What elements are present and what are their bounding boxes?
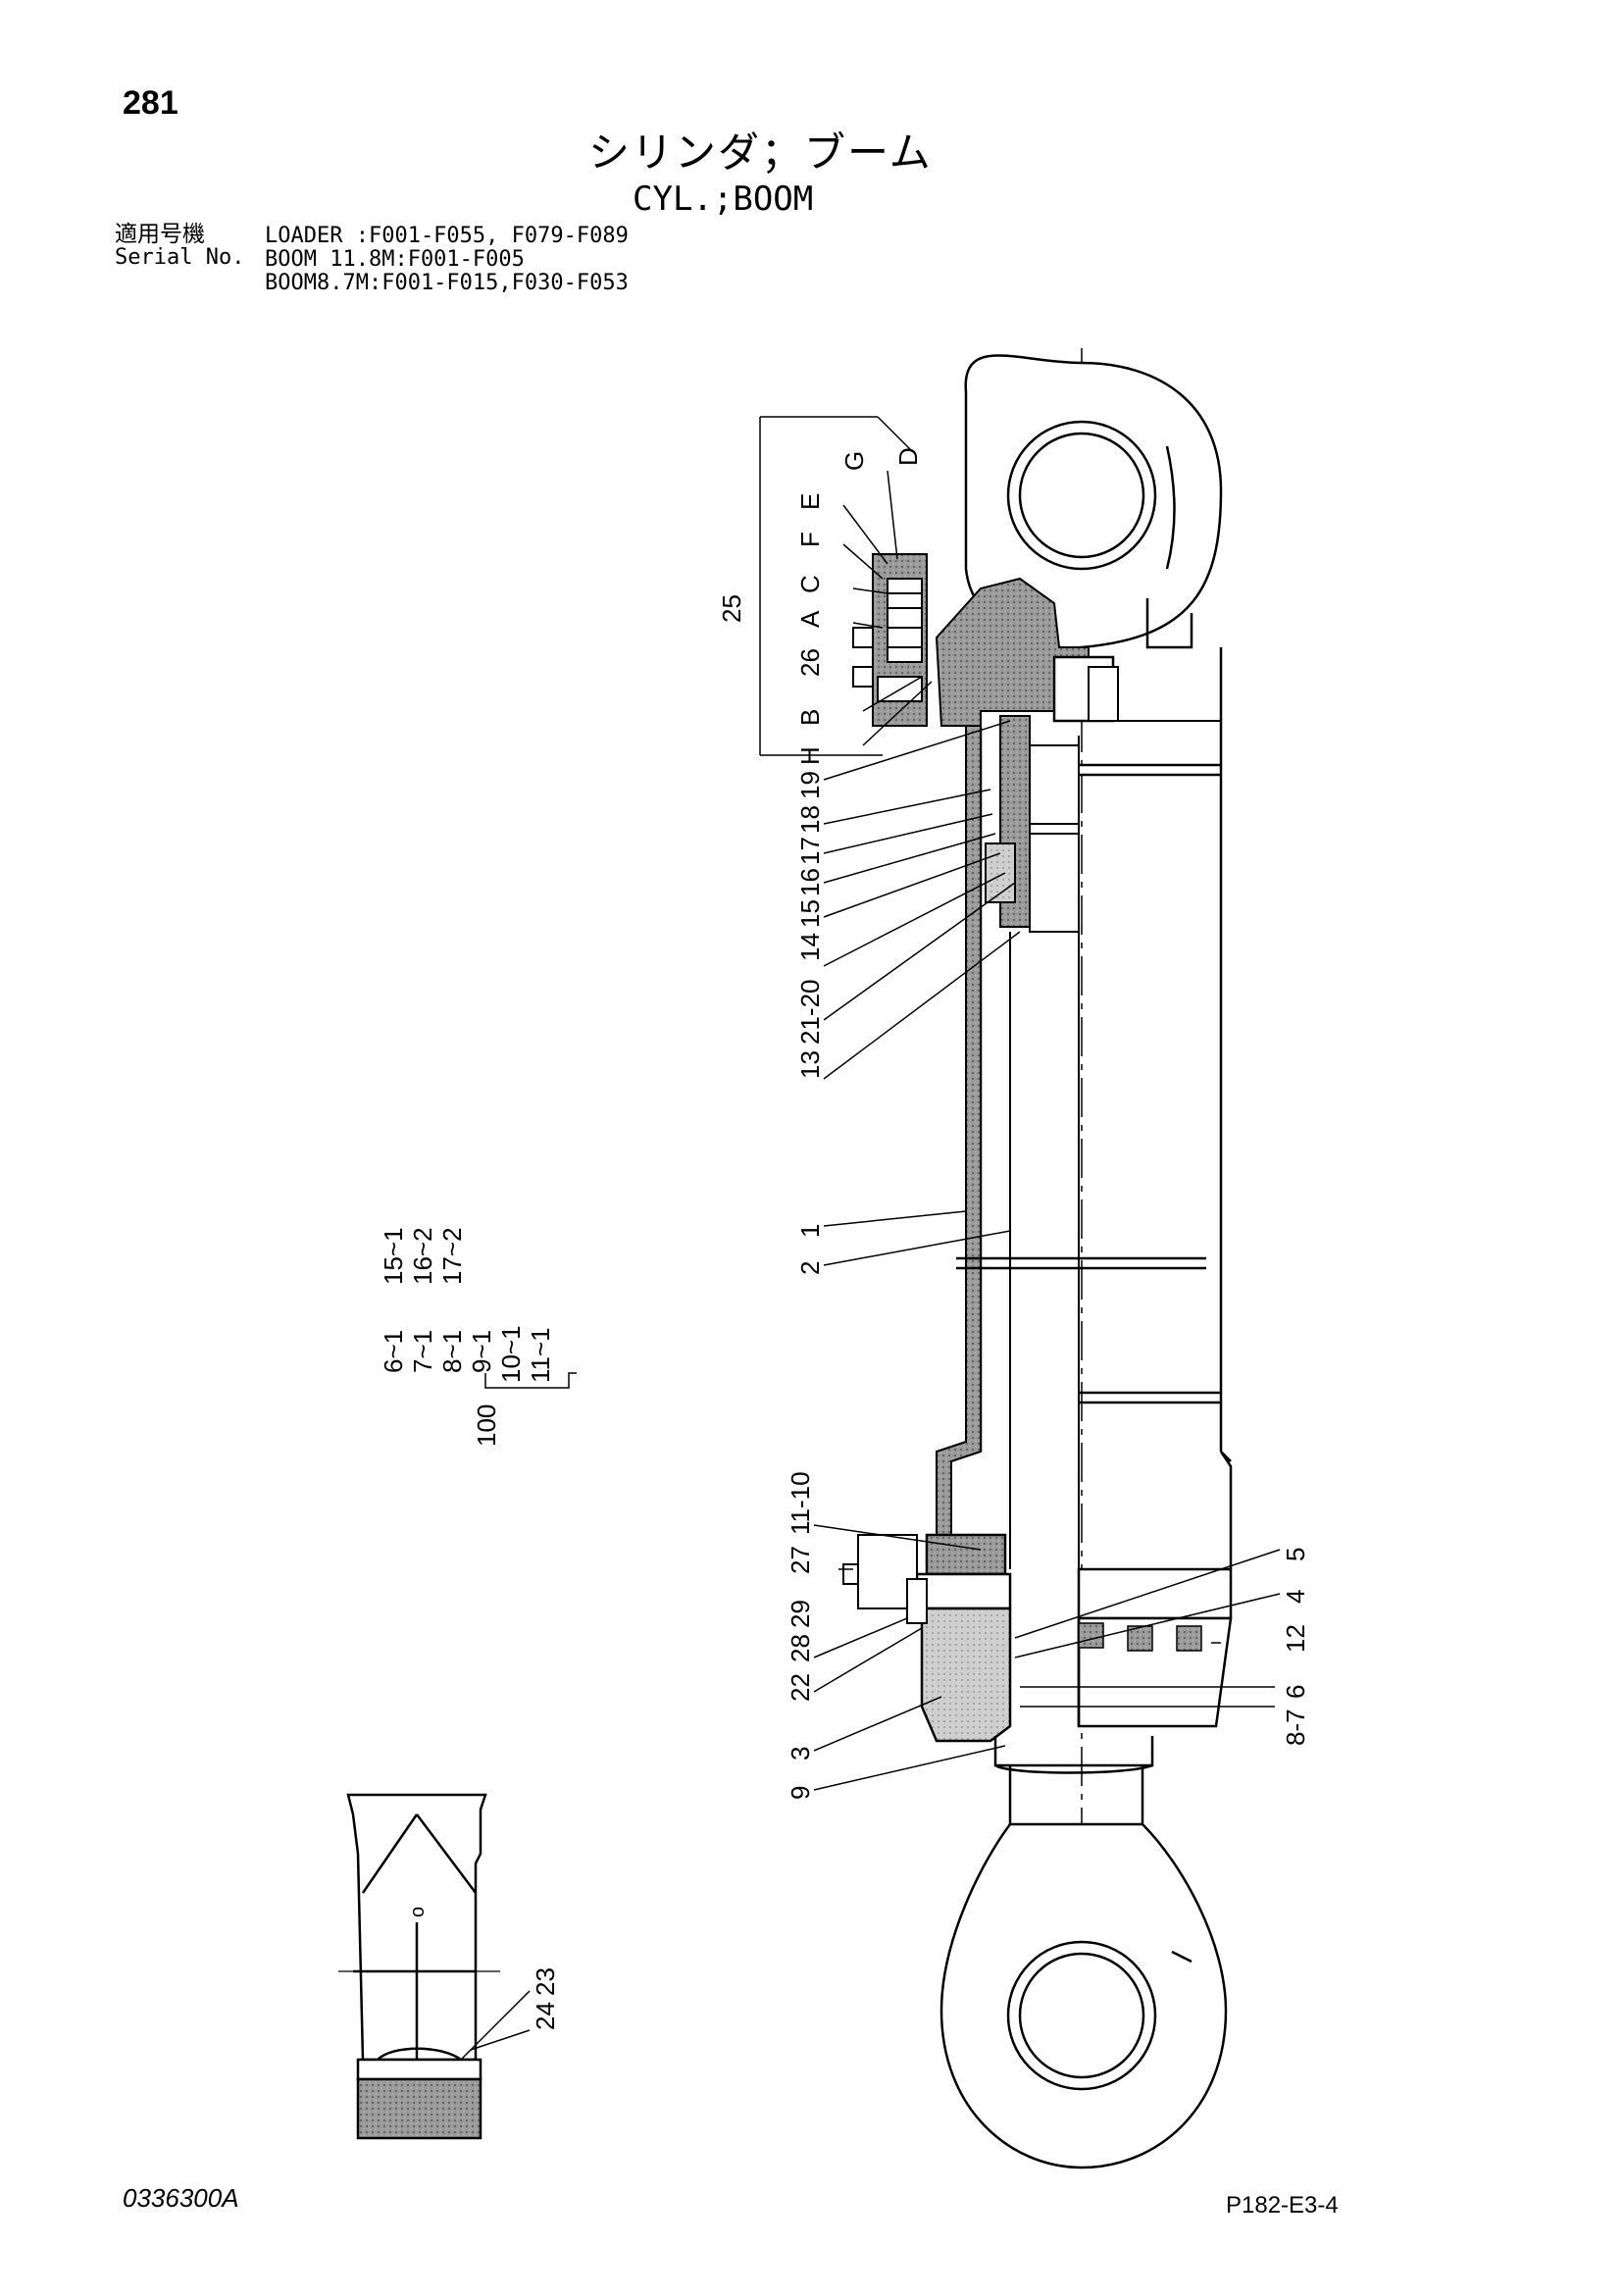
callout-21-20: 21-20	[795, 980, 825, 1046]
kit-number: 100	[472, 1404, 501, 1447]
serial-line-loader: LOADER :F001-F055, F079-F089	[265, 224, 629, 248]
callout-23: 23	[531, 1967, 560, 1996]
kit-item-9: 9~1	[467, 1330, 496, 1373]
callout-1: 1	[795, 1224, 825, 1238]
callout-17: 17	[795, 837, 825, 865]
callout-25: 25	[717, 594, 746, 623]
callout-29: 29	[786, 1600, 815, 1628]
kit-item-8: 8~1	[437, 1330, 467, 1373]
leader-lines-barrel	[823, 1210, 1011, 1266]
mount-boss-right	[1088, 666, 1119, 722]
detail-mark: o	[407, 1907, 429, 1917]
leader-lines-piston	[823, 720, 1021, 1080]
callout-g: G	[839, 451, 869, 471]
leader-lines-upper	[842, 470, 933, 746]
lower-fitting-block	[842, 1534, 928, 1624]
kit-item-11: 11~1	[526, 1327, 555, 1383]
callout-c: C	[795, 575, 825, 593]
callout-a: A	[795, 610, 825, 628]
callout-22: 22	[786, 1673, 815, 1702]
kit-list: 100 6~1 7~1 8~1 9~1 10~1 11~1 15~1 16~2 …	[379, 1227, 555, 1447]
kit-item-16: 16~2	[408, 1227, 437, 1285]
callout-h: H	[795, 746, 825, 765]
kit-item-15: 15~1	[379, 1227, 408, 1285]
bottom-rod-eye	[939, 1822, 1228, 2169]
callout-14: 14	[795, 933, 825, 961]
lower-left-callouts: 11-10 27 29 28 22 3 9	[786, 1471, 815, 1800]
rod-end-neck	[993, 1736, 1154, 1824]
detail-callouts: 23 24	[531, 1967, 560, 2030]
callout-e: E	[795, 493, 825, 510]
lower-right-callouts: 5 4 12 6 8-7	[1281, 1548, 1310, 1746]
callout-19: 19	[795, 771, 825, 799]
title-english: CYL.;BOOM	[633, 179, 814, 219]
leader-lines-lower-right	[1014, 1549, 1281, 1708]
callout-18: 18	[795, 805, 825, 834]
callout-9: 9	[786, 1786, 815, 1800]
top-rod-eye	[964, 354, 1223, 649]
callout-4: 4	[1281, 1590, 1310, 1604]
pipe-fitting-block	[852, 553, 928, 727]
callout-13: 13	[795, 1050, 825, 1079]
callout-5: 5	[1281, 1548, 1310, 1561]
leader-lines-detail	[460, 1990, 531, 2061]
upper-callout-bracket	[759, 416, 913, 756]
callout-16: 16	[795, 868, 825, 896]
callout-6: 6	[1281, 1685, 1310, 1699]
detail-bushing-view	[338, 1793, 500, 2140]
leader-lines-lower-left	[813, 1524, 1006, 1791]
callout-d: D	[893, 447, 923, 466]
kit-item-6: 6~1	[379, 1330, 408, 1373]
break-lines	[956, 1256, 1206, 1270]
piston-callouts: 19 18 17 16 15 14 21-20 13	[795, 771, 825, 1079]
callout-11-10: 11-10	[786, 1471, 815, 1535]
callout-2: 2	[795, 1261, 825, 1275]
title-japanese: シリンダ；ブーム	[588, 128, 933, 177]
callout-f: F	[795, 532, 825, 547]
kit-item-17: 17~2	[437, 1227, 467, 1285]
page-number: 281	[123, 84, 178, 122]
sheet-code: P182-E3-4	[1226, 2192, 1339, 2219]
callout-24: 24	[531, 2002, 560, 2030]
kit-item-10: 10~1	[496, 1325, 526, 1383]
serial-line-boom-8-7: BOOM8.7M:F001-F015,F030-F053	[265, 271, 629, 295]
barrel-callouts: 1 2	[795, 1224, 825, 1275]
callout-8-7: 8-7	[1281, 1709, 1310, 1746]
serial-label-english: Serial No.	[115, 245, 245, 270]
callout-12: 12	[1281, 1624, 1310, 1653]
callout-26: 26	[795, 648, 825, 677]
callout-3: 3	[786, 1747, 815, 1760]
drawing-number: 0336300A	[123, 2183, 239, 2213]
gland-seals	[1078, 1622, 1202, 1652]
callout-27: 27	[786, 1546, 815, 1574]
callout-15: 15	[795, 899, 825, 928]
kit-bracket	[484, 1372, 577, 1389]
callout-b: B	[795, 709, 825, 726]
callout-28: 28	[786, 1634, 815, 1662]
serial-label-japanese: 適用号機	[115, 222, 205, 247]
piston-assembly	[985, 715, 1080, 933]
upper-letter-callouts: 25 26 A B C D E F G H	[717, 447, 923, 765]
kit-item-7: 7~1	[408, 1330, 437, 1373]
serial-line-boom-11-8: BOOM 11.8M:F001-F005	[265, 247, 525, 272]
